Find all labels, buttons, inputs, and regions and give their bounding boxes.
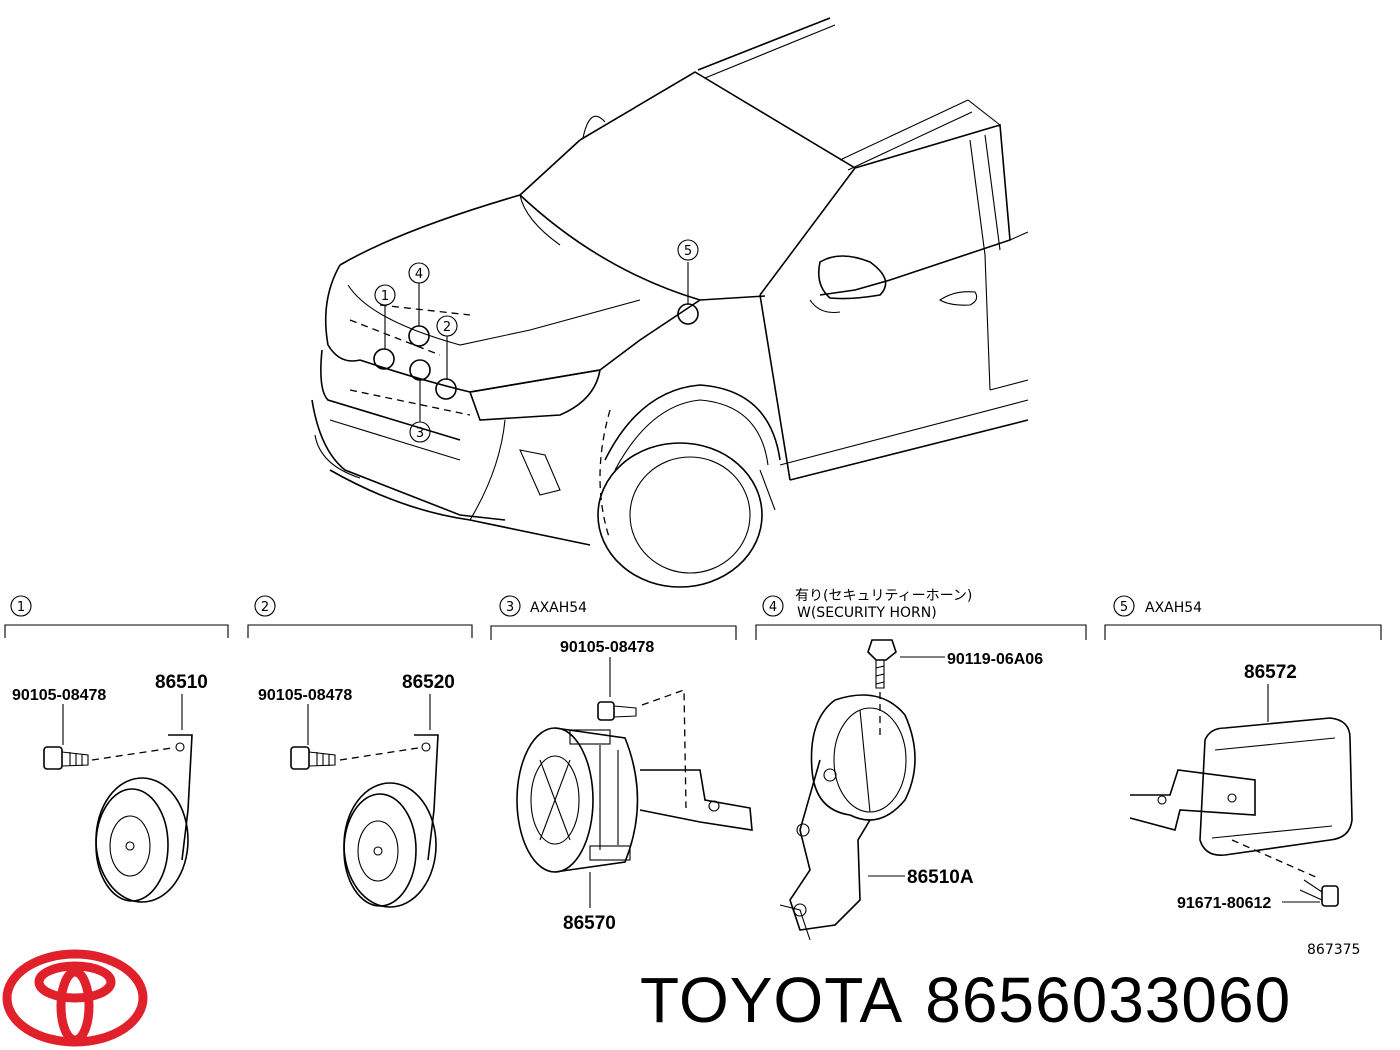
callout-4: 4 xyxy=(415,267,423,282)
section-1-horn: 90105-08478 86510 xyxy=(12,672,208,903)
horn-icon xyxy=(779,694,916,941)
part-label-s4-bolt: 90119-06A06 xyxy=(947,651,1043,668)
section-4-number: 4 xyxy=(769,600,777,615)
part-label-s2-horn: 86520 xyxy=(402,672,455,693)
brand-name: TOYOTA xyxy=(640,964,904,1036)
section-3-note: AXAH54 xyxy=(530,600,587,616)
horn-icon xyxy=(343,782,437,908)
horn-icon xyxy=(95,777,189,903)
bolt-icon xyxy=(290,746,336,770)
part-label-s2-bolt: 90105-08478 xyxy=(258,687,352,704)
bolt-icon xyxy=(867,639,897,689)
module-icon xyxy=(1129,717,1353,857)
part-label-s5-module: 86572 xyxy=(1244,662,1297,683)
toyota-logo-icon xyxy=(2,949,148,1047)
part-label-s1-bolt: 90105-08478 xyxy=(12,687,106,704)
brand-line: TOYOTA 8656033060 xyxy=(640,960,1390,1040)
section-5-note: AXAH54 xyxy=(1145,600,1202,616)
location-markers: 1 4 2 3 5 xyxy=(373,239,699,443)
callout-1: 1 xyxy=(381,289,389,304)
part-number: 8656033060 xyxy=(925,964,1292,1036)
part-label-s5-bolt: 91671-80612 xyxy=(1177,895,1271,912)
section-5-module: 86572 91671-80612 xyxy=(1129,662,1353,912)
vehicle-drawing xyxy=(311,17,1029,588)
bolt-icon xyxy=(597,701,637,721)
callout-5: 5 xyxy=(684,244,692,259)
section-4-note-jp: 有り(セキュリティーホーン) xyxy=(795,588,972,604)
part-label-s3-horn: 86570 xyxy=(563,913,616,934)
section-4-security-horn: 90119-06A06 86510A xyxy=(779,639,1043,941)
section-2-number: 2 xyxy=(261,600,269,615)
diagram-id: 867375 xyxy=(1307,942,1360,958)
part-label-s3-bolt: 90105-08478 xyxy=(560,639,654,656)
part-label-s1-horn: 86510 xyxy=(155,672,208,693)
bolt-icon xyxy=(1299,879,1339,907)
section-5-number: 5 xyxy=(1120,600,1128,615)
parts-diagram: 1 4 2 3 5 1 2 3 AXAH54 4 有り(セキュリティーホーン) … xyxy=(4,17,1382,958)
part-label-s4-horn: 86510A xyxy=(907,867,974,888)
section-1-number: 1 xyxy=(17,600,25,615)
section-3-number: 3 xyxy=(506,600,514,615)
section-3-horn: 90105-08478 86570 xyxy=(516,639,753,934)
bolt-icon xyxy=(43,746,89,770)
callout-3: 3 xyxy=(416,426,424,441)
section-headers: 1 2 3 AXAH54 4 有り(セキュリティーホーン) W(SECURITY… xyxy=(4,588,1382,640)
horn-icon xyxy=(516,727,639,873)
section-2-horn: 90105-08478 86520 xyxy=(258,672,455,908)
section-4-note: W(SECURITY HORN) xyxy=(797,605,937,621)
callout-2: 2 xyxy=(443,320,451,335)
